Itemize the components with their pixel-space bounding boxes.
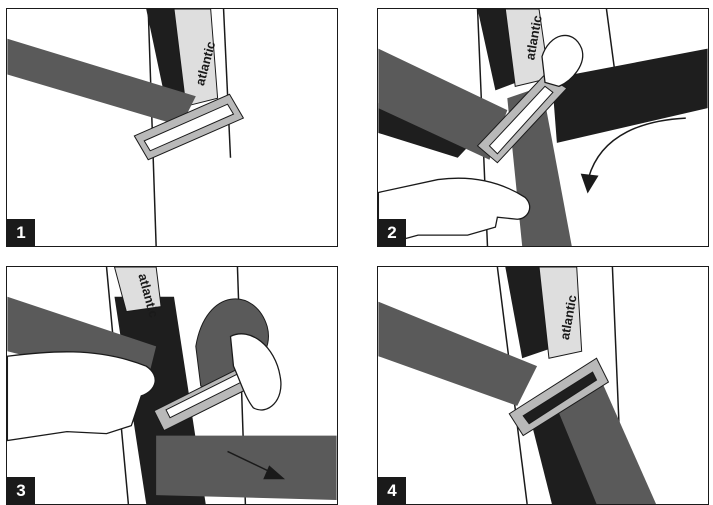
- step-number-badge: 3: [7, 477, 35, 504]
- instruction-panel-1: atlantic 1: [6, 8, 338, 247]
- diagonal-belt: [378, 302, 537, 406]
- step-number-badge: 2: [378, 219, 406, 246]
- instruction-panel-4: atlantic 4: [377, 266, 709, 505]
- hand-left: [7, 352, 155, 441]
- step-1-illustration: atlantic: [7, 9, 337, 246]
- instruction-panel-3: atlantic 3: [6, 266, 338, 505]
- step-number-badge: 1: [7, 219, 35, 246]
- instruction-panel-2: atlantic 2: [377, 8, 709, 247]
- hand-right: [231, 334, 281, 410]
- step-number-badge: 4: [378, 477, 406, 504]
- step-2-illustration: atlantic: [378, 9, 708, 246]
- step-4-illustration: atlantic: [378, 267, 708, 504]
- belt-lower-right: [156, 436, 336, 500]
- step-3-illustration: atlantic: [7, 267, 337, 504]
